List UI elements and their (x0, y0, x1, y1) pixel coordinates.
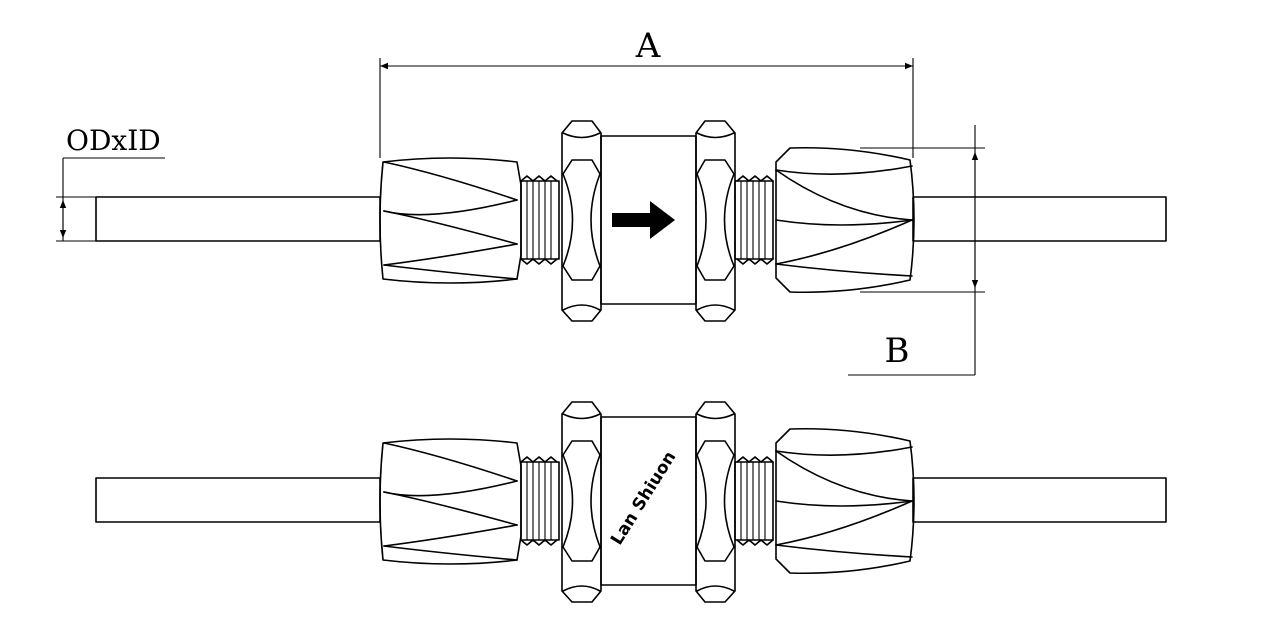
dimension-od-id: ODxID (56, 124, 165, 242)
hex-right (695, 401, 736, 603)
dimension-a-label: A (635, 26, 661, 66)
compression-nut-left (379, 438, 522, 565)
thread-left (520, 456, 560, 546)
dimension-b: B (848, 125, 985, 376)
dimension-a: A (379, 26, 914, 158)
tube-right (912, 196, 1167, 242)
compression-nut-right (775, 427, 915, 575)
compression-nut-right (775, 146, 915, 294)
tube-right (912, 477, 1167, 523)
od-id-label: ODxID (66, 124, 161, 157)
compression-nut-left (379, 157, 522, 284)
thread-right (734, 175, 774, 265)
tube-left (95, 477, 381, 523)
thread-left (520, 175, 560, 265)
tube-left (95, 196, 381, 242)
hex-right (695, 120, 736, 322)
brand-label: Lan Shiuon (607, 448, 680, 549)
hex-left (561, 401, 602, 603)
check-valve-top-view (95, 120, 1167, 322)
flow-arrow-icon (612, 201, 675, 239)
thread-right (734, 456, 774, 546)
dimension-b-label: B (885, 331, 910, 371)
check-valve-side-view: Lan Shiuon (95, 401, 1167, 603)
hex-left (561, 120, 602, 322)
